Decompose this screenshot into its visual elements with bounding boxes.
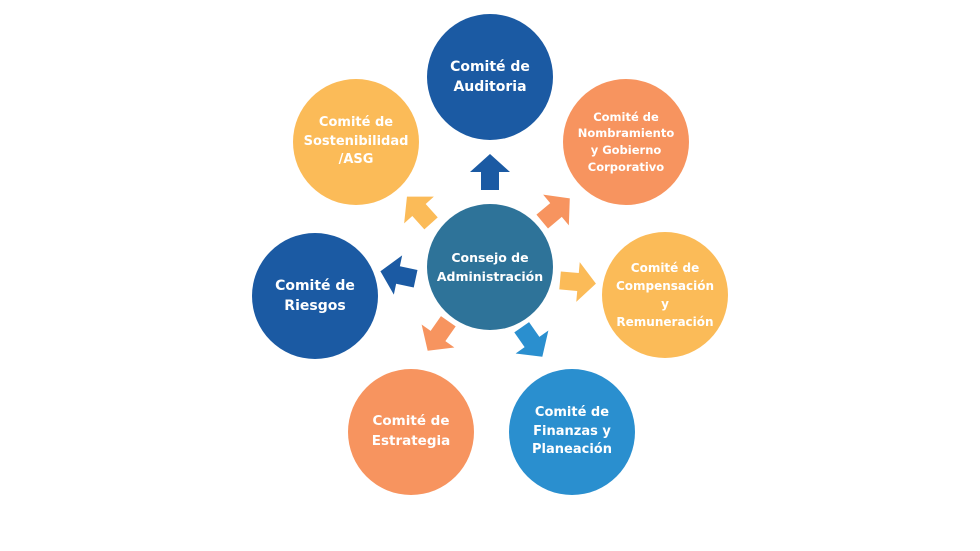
committee-label-nombramiento: Comité de Nombramiento y Gobierno Corpor… [577, 109, 675, 174]
committee-node-auditoria: Comité de Auditoria [427, 14, 553, 140]
committee-label-auditoria: Comité de Auditoria [450, 58, 530, 95]
arrow-to-finanzas-icon [503, 313, 562, 371]
committee-node-finanzas: Comité de Finanzas y Planeación [509, 369, 635, 495]
committee-label-finanzas: Comité de Finanzas y Planeación [532, 404, 612, 458]
committee-node-riesgos: Comité de Riesgos [252, 233, 378, 359]
center-node-consejo: Consejo de Administración [427, 204, 553, 330]
committee-label-estrategia: Comité de Estrategia [371, 413, 451, 449]
center-node-label: Consejo de Administración [436, 249, 544, 284]
arrow-to-nombramiento-icon [527, 180, 586, 239]
arrow-to-auditoria-icon [468, 152, 512, 192]
committee-label-compensacion: Comité de Compensación y Remuneración [615, 261, 715, 329]
arrow-to-sostenibilidad-icon [389, 180, 448, 239]
committee-label-sostenibilidad: Comité de Sostenibilidad /ASG [303, 114, 409, 168]
committee-node-estrategia: Comité de Estrategia [348, 369, 474, 495]
arrow-to-compensacion-icon [556, 258, 600, 305]
committee-node-sostenibilidad: Comité de Sostenibilidad /ASG [293, 79, 419, 205]
committee-node-compensacion: Comité de Compensación y Remuneración [602, 232, 728, 358]
arrow-to-estrategia-icon [409, 307, 468, 365]
committee-label-riesgos: Comité de Riesgos [275, 277, 355, 314]
committee-node-nombramiento: Comité de Nombramiento y Gobierno Corpor… [563, 79, 689, 205]
arrow-to-riesgos-icon [374, 249, 422, 300]
